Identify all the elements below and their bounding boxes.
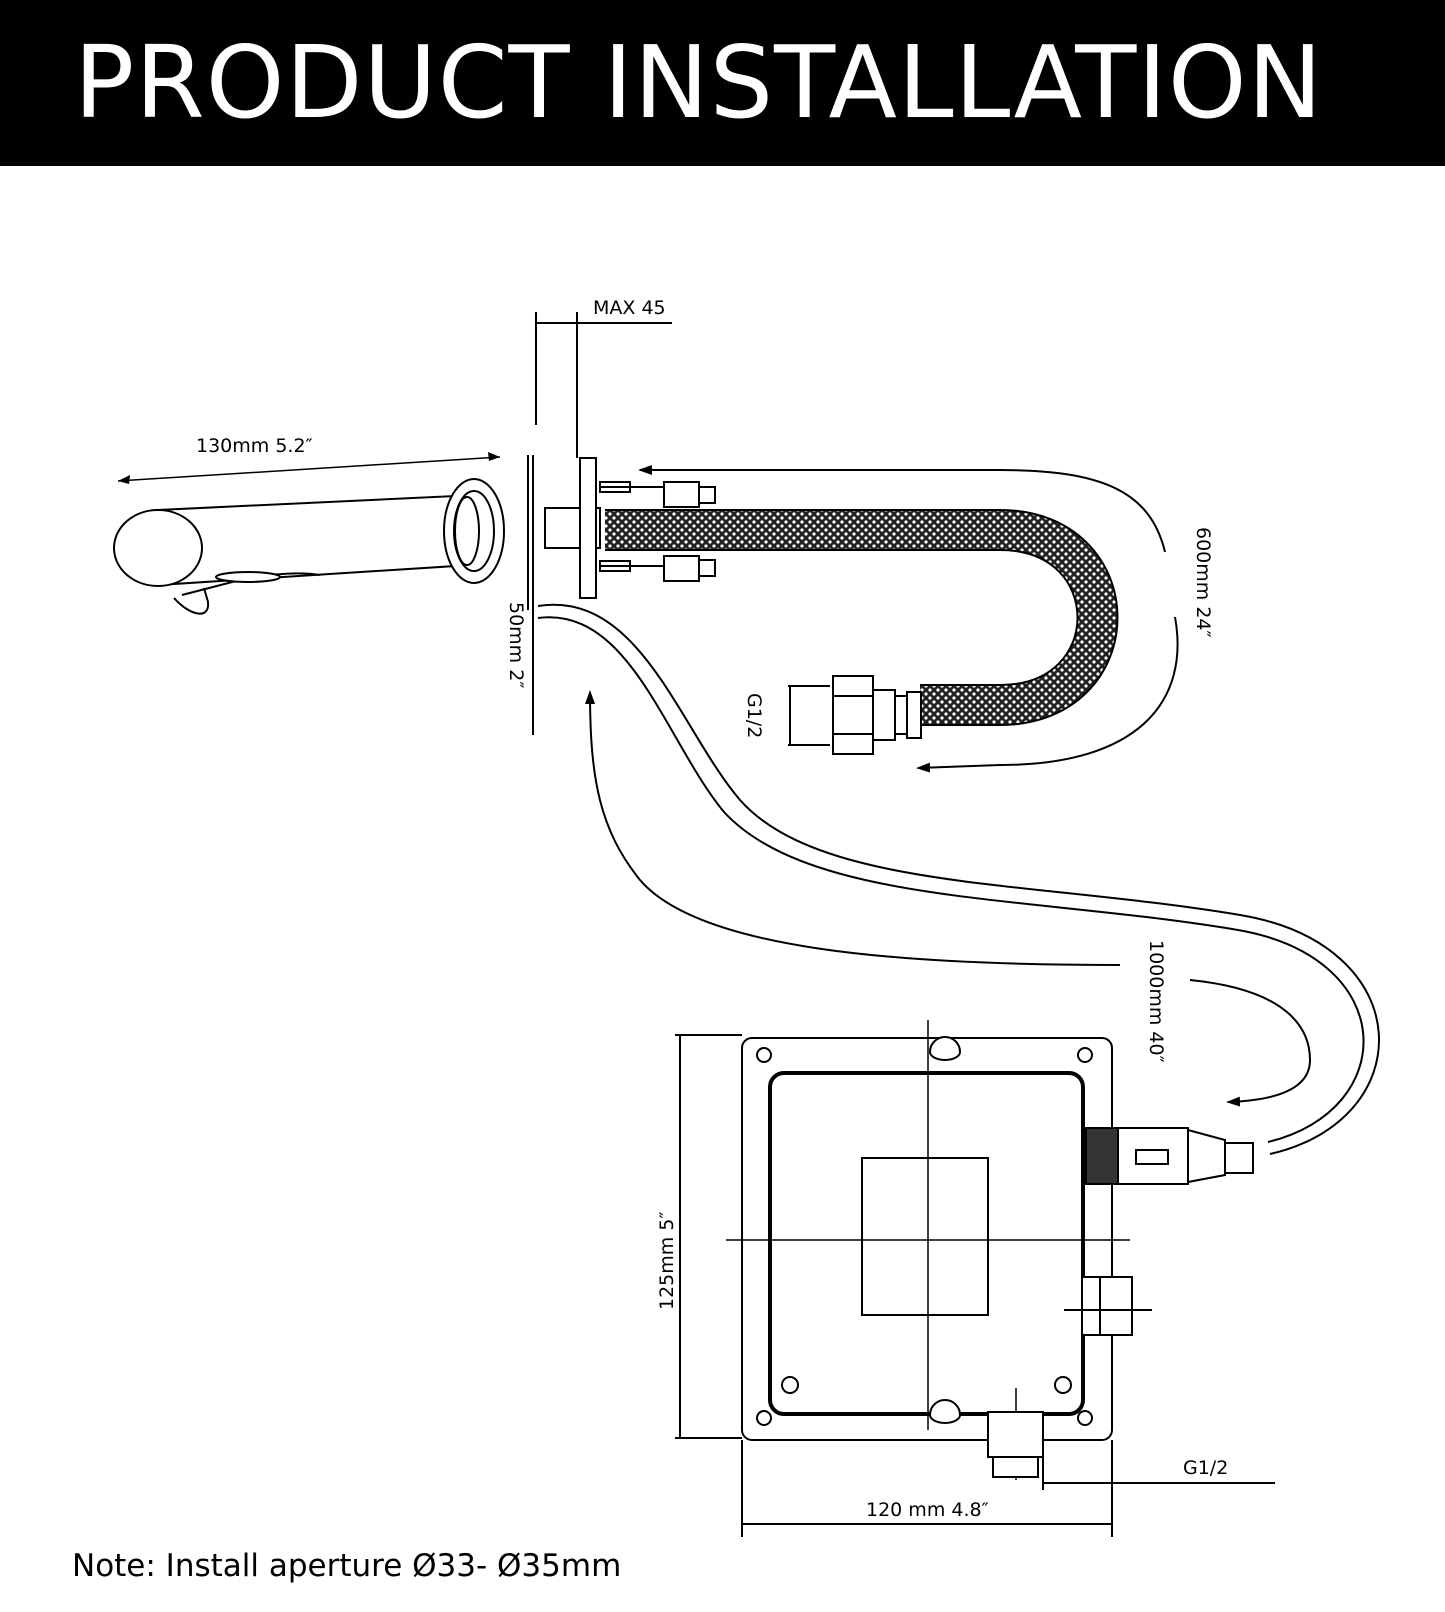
wall-plate <box>527 455 716 735</box>
page-title: PRODUCT INSTALLATION <box>0 0 1445 166</box>
hose-length-label: 600mm 24″ <box>1192 527 1214 638</box>
escutcheon-height-label: 50mm 2″ <box>505 602 527 688</box>
max-thickness-dimension <box>535 312 672 458</box>
side-outlet <box>1064 1276 1152 1336</box>
outlet-thread-dimension <box>1042 1457 1275 1490</box>
max-thickness-label: MAX 45 <box>593 297 666 319</box>
cable-length-label: 1000mm 40″ <box>1145 940 1167 1063</box>
outlet-thread-label: G1/2 <box>1183 1457 1228 1479</box>
cable-length-arrows <box>585 690 1312 1107</box>
box-width-label: 120 mm 4.8″ <box>866 1499 989 1521</box>
box-width-dimension <box>741 1440 1113 1537</box>
hose-length-arrows <box>638 465 1179 773</box>
spout-length-label: 130mm 5.2″ <box>196 435 313 457</box>
hose-thread-dimension <box>788 685 830 746</box>
box-height-dimension <box>675 1034 742 1439</box>
box-height-label: 125mm 5″ <box>656 1211 678 1310</box>
braided-hose <box>605 509 1119 726</box>
control-box <box>741 1036 1113 1441</box>
hose-thread-label: G1/2 <box>743 693 765 738</box>
sensor-cable <box>537 603 1381 1155</box>
bottom-outlet <box>987 1411 1044 1478</box>
install-note: Note: Install aperture Ø33- Ø35mm <box>72 1548 622 1584</box>
hose-fitting <box>832 675 922 755</box>
faucet-spout <box>113 478 505 615</box>
spout-length-dimension <box>117 452 501 484</box>
cable-connector <box>1085 1127 1254 1185</box>
